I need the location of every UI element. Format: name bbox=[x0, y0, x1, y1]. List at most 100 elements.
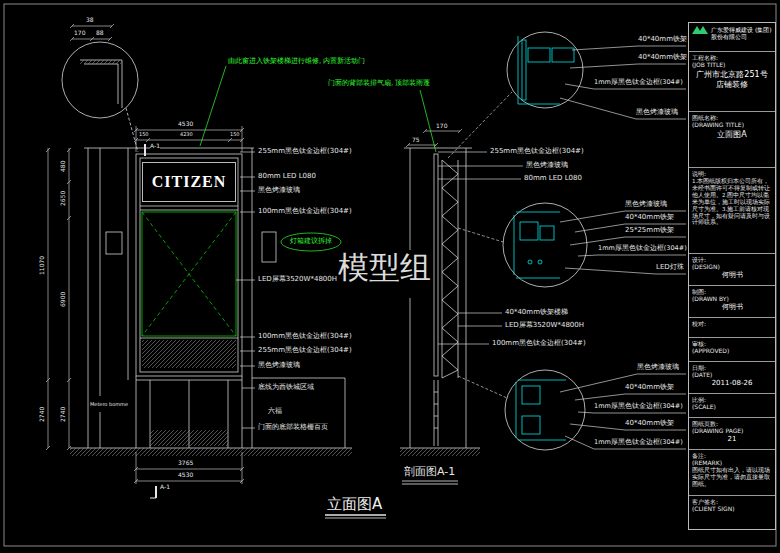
section-title: 剖面图A-1 bbox=[404, 466, 455, 478]
callout-note: 255mm黑色钛金边框(304#) bbox=[258, 347, 352, 355]
note-leader bbox=[420, 90, 436, 152]
callout-note: 黑色烤漆玻璃 bbox=[258, 187, 300, 195]
detail-section bbox=[552, 48, 574, 62]
note-leader bbox=[281, 233, 341, 251]
callout-note: 底线为西铁城区域 bbox=[258, 384, 314, 392]
title-block: 广东爱得威建设 (集团) 股份有限公司工程名称:(JOB TITLE)广州市北京… bbox=[688, 22, 776, 530]
callout-note: 黑色烤漆玻璃 bbox=[526, 162, 568, 170]
elevation-drawing bbox=[262, 232, 276, 262]
node-heading: 设计: bbox=[692, 256, 772, 263]
section-drawing bbox=[400, 448, 480, 456]
callout-note: 黑色烤漆玻璃 bbox=[625, 201, 667, 209]
node-text: 21 bbox=[692, 435, 772, 443]
company-logo bbox=[692, 26, 708, 34]
callout-note: 黑色烤漆玻璃 bbox=[636, 109, 678, 117]
dimension-text: 2650 bbox=[60, 191, 67, 206]
elevation-drawing bbox=[88, 148, 252, 448]
sheet-border bbox=[4, 4, 776, 546]
leader-line bbox=[448, 92, 512, 398]
elevation-drawing bbox=[136, 376, 242, 448]
title-row: 比例:(SCALE) bbox=[689, 393, 775, 415]
sheet-border bbox=[4, 4, 776, 546]
node-heading: 工程名称: bbox=[692, 54, 772, 61]
section-drawing bbox=[442, 160, 458, 378]
section-drawing bbox=[410, 148, 411, 448]
node-heading: CITIZEN bbox=[152, 174, 227, 190]
watermark: 模型组 bbox=[338, 252, 431, 283]
detail-section bbox=[540, 226, 554, 240]
dimension-text: 480 bbox=[60, 161, 67, 172]
node-text: 广州市北京路251号 店铺装修 bbox=[692, 70, 772, 89]
elevation-drawing bbox=[140, 158, 238, 372]
title-row: 说明:1.本图纸版权归本公司所有，未经书面许可不得复制或转让他人使用。2.图中尺… bbox=[689, 167, 775, 251]
dimension-text: 6900 bbox=[60, 292, 67, 307]
callout-note: 255mm黑色钛金边框(304#) bbox=[258, 148, 352, 156]
callout-note: LED屏幕3520W*4800H bbox=[505, 322, 584, 330]
detail-circle bbox=[507, 32, 583, 108]
leader-line bbox=[236, 46, 686, 449]
title-row: 图纸名称:(DRAWING TITLE)立面图A bbox=[689, 111, 775, 165]
callout-note: 80mm LED L080 bbox=[524, 175, 582, 183]
node-text: 2011-08-26 bbox=[692, 379, 772, 387]
title-row: 校对: bbox=[689, 317, 775, 335]
node-text: 1.本图纸版权归本公司所有，未经书面许可不得复制或转让他人使用。2.图中尺寸均以… bbox=[692, 178, 772, 226]
dimension-text: 4530 bbox=[178, 472, 193, 479]
led-screen-cross bbox=[142, 212, 236, 336]
title-underline bbox=[402, 481, 458, 484]
section-drawing bbox=[442, 148, 466, 448]
leader-line bbox=[560, 374, 686, 449]
dimension-text: 170 bbox=[436, 123, 447, 130]
elevation-drawing bbox=[252, 378, 345, 448]
dimension-text: 88 bbox=[96, 30, 104, 37]
node-text: (DESIGN) bbox=[692, 263, 772, 270]
led-screen-cross bbox=[142, 212, 236, 336]
corner-detail bbox=[126, 108, 138, 152]
shop-name: 六福 bbox=[268, 408, 282, 416]
detail-section bbox=[528, 260, 532, 264]
callout-note: 黑色烤漆玻璃 bbox=[637, 364, 679, 372]
callout-note: 255mm黑色钛金边框(304#) bbox=[490, 148, 584, 156]
dimension-text: 38 bbox=[86, 17, 94, 24]
node-heading: 备注: bbox=[692, 452, 772, 459]
node-heading: 图纸页数: bbox=[692, 420, 772, 427]
title-row: 制图:(DRAWN BY)何明书 bbox=[689, 285, 775, 315]
callout-note: 40*40mm铁架 bbox=[625, 384, 674, 392]
elevation-drawing bbox=[70, 448, 352, 456]
led-screen-cross bbox=[142, 212, 236, 336]
callout-note: 灯箱建议拆掉 bbox=[290, 238, 332, 246]
node-heading: 比例: bbox=[692, 396, 772, 403]
callout-note: 40*40mm铁架 bbox=[638, 36, 687, 44]
node-text: (CLIENT SIGN) bbox=[692, 505, 772, 512]
note-leader bbox=[200, 66, 436, 251]
callout-note: 门面的背部装排气扇, 顶部装雨蓬 bbox=[328, 80, 430, 88]
node-heading: 制图: bbox=[692, 288, 772, 295]
title-row: 客户签名:(CLIENT SIGN) bbox=[689, 495, 775, 527]
elevation-drawing bbox=[70, 148, 352, 456]
callout-note: LED屏幕3520W*4800H bbox=[258, 276, 337, 284]
dimension-text: 170 bbox=[74, 30, 85, 37]
company-logo bbox=[692, 26, 708, 34]
detail-section bbox=[522, 416, 540, 434]
title-row: 备注:(REMARK)图纸尺寸如有出入，请以现场实际尺寸为准，请勿直接量取图纸。 bbox=[689, 449, 775, 493]
title-underline bbox=[325, 481, 458, 518]
section-drawing bbox=[400, 148, 480, 456]
title-row: 工程名称:(JOB TITLE)广州市北京路251号 店铺装修 bbox=[689, 51, 775, 109]
node-text: (DATE) bbox=[692, 371, 772, 378]
node-heading: 校对: bbox=[692, 320, 772, 327]
detail-section bbox=[514, 36, 574, 440]
dimension-text: 4530 bbox=[178, 121, 193, 128]
detail-circle bbox=[62, 42, 138, 118]
node-text: (APPROVED) bbox=[692, 347, 772, 354]
detail-section bbox=[528, 48, 550, 62]
node-text: (SCALE) bbox=[692, 403, 772, 410]
detail-circle bbox=[505, 370, 585, 450]
elevation-drawing bbox=[140, 206, 238, 338]
callout-note: 黑色烤漆玻璃 bbox=[258, 362, 300, 370]
node-text: 图纸尺寸如有出入，请以现场实际尺寸为准，请勿直接量取图纸。 bbox=[692, 467, 772, 488]
callout-note: 1mm厚黑色钛金边框(304#) bbox=[594, 403, 683, 410]
dimension-line bbox=[134, 126, 244, 152]
node-heading: 日期: bbox=[692, 364, 772, 371]
node-heading: 广东爱得威建设 (集团) 股份有限公司 bbox=[711, 26, 773, 40]
callout-note: 门面的底部装格栅百页 bbox=[258, 424, 328, 432]
